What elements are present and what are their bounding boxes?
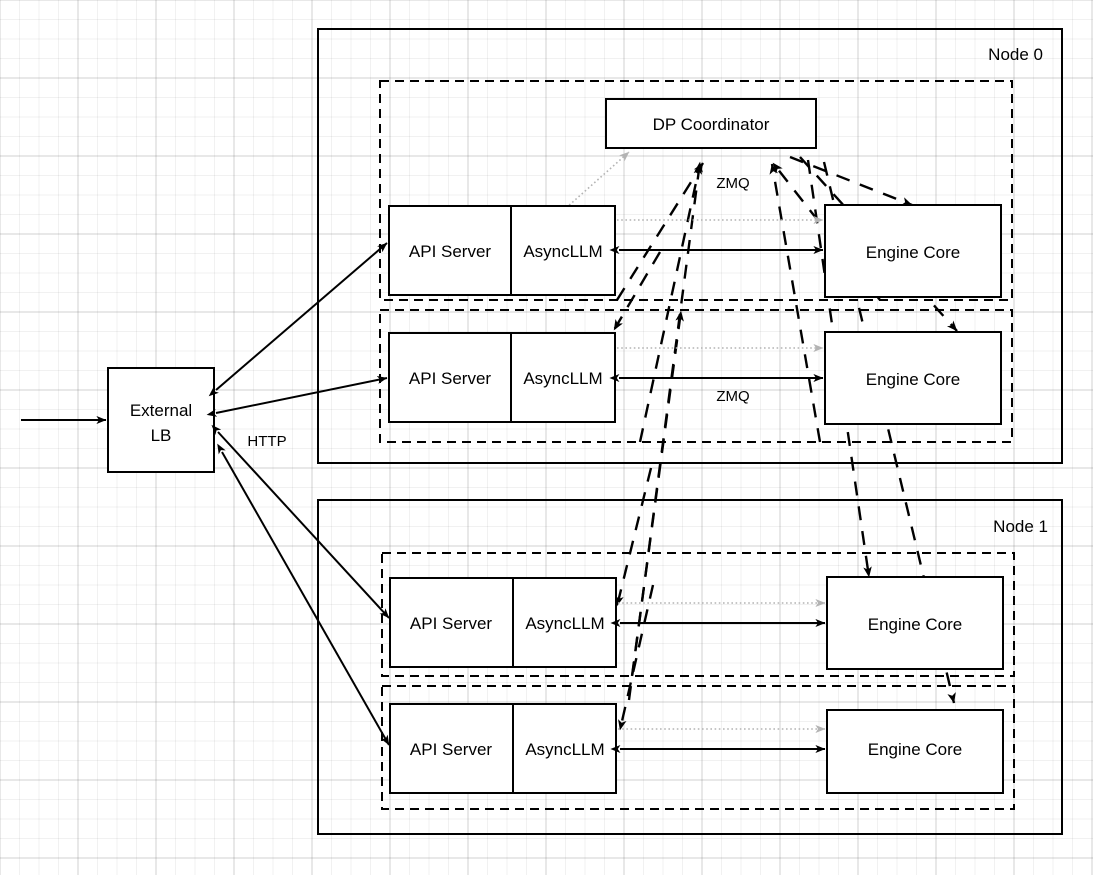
api-server-asyncllm-box-n1g1[interactable] (389, 703, 617, 794)
api-server-label-n1g0: API Server (410, 614, 493, 633)
node-1-group-0: API Server AsyncLLM Engine Core (389, 576, 1004, 670)
engine-core-label-n0g1: Engine Core (866, 370, 961, 389)
asyncllm-label-n1g0: AsyncLLM (525, 614, 604, 633)
engine-core-box-n1g0[interactable] (826, 576, 1004, 670)
node-0-group-0: API Server AsyncLLM Engine Core (388, 204, 1002, 298)
api-server-label-n0g1: API Server (409, 369, 492, 388)
api-server-label-n1g1: API Server (410, 740, 493, 759)
api-server-label-n0g0: API Server (409, 242, 492, 261)
engine-core-box-n0g1[interactable] (824, 331, 1002, 425)
zmq-label-coordinator: ZMQ (716, 175, 749, 192)
node-0-group-0-boundary (379, 80, 1013, 301)
dp-coordinator-label: DP Coordinator (653, 115, 770, 134)
engine-core-box-n0g0[interactable] (824, 204, 1002, 298)
engine-core-label-n0g0: Engine Core (866, 243, 961, 262)
engine-core-box-n1g1[interactable] (826, 709, 1004, 794)
lb-to-api-server-edges (206, 242, 390, 746)
node-0-group-1: API Server AsyncLLM Engine Core ZMQ (388, 331, 1002, 425)
dp-coordinator-box[interactable]: DP Coordinator (605, 98, 817, 149)
coordinator-status-dotted-edge (565, 151, 630, 209)
asyncllm-label-n0g0: AsyncLLM (523, 242, 602, 261)
node-0-label: Node 0 (988, 45, 1043, 64)
external-lb-label-line1: External (130, 401, 192, 420)
node-1-group-1-boundary (381, 685, 1015, 810)
api-server-asyncllm-box-n0g0[interactable] (388, 205, 616, 296)
engine-core-label-n1g0: Engine Core (868, 615, 963, 634)
external-lb-label-line2: LB (151, 426, 172, 445)
external-lb-box[interactable]: External LB (107, 367, 215, 473)
engine-core-label-n1g1: Engine Core (868, 740, 963, 759)
http-label: HTTP (247, 433, 286, 450)
asyncllm-label-n1g1: AsyncLLM (525, 740, 604, 759)
asyncllm-label-n0g1: AsyncLLM (523, 369, 602, 388)
node-1-group-1: API Server AsyncLLM Engine Core (389, 703, 1004, 794)
zmq-label-n0g1: ZMQ (716, 388, 749, 405)
node-1-label: Node 1 (993, 517, 1048, 536)
